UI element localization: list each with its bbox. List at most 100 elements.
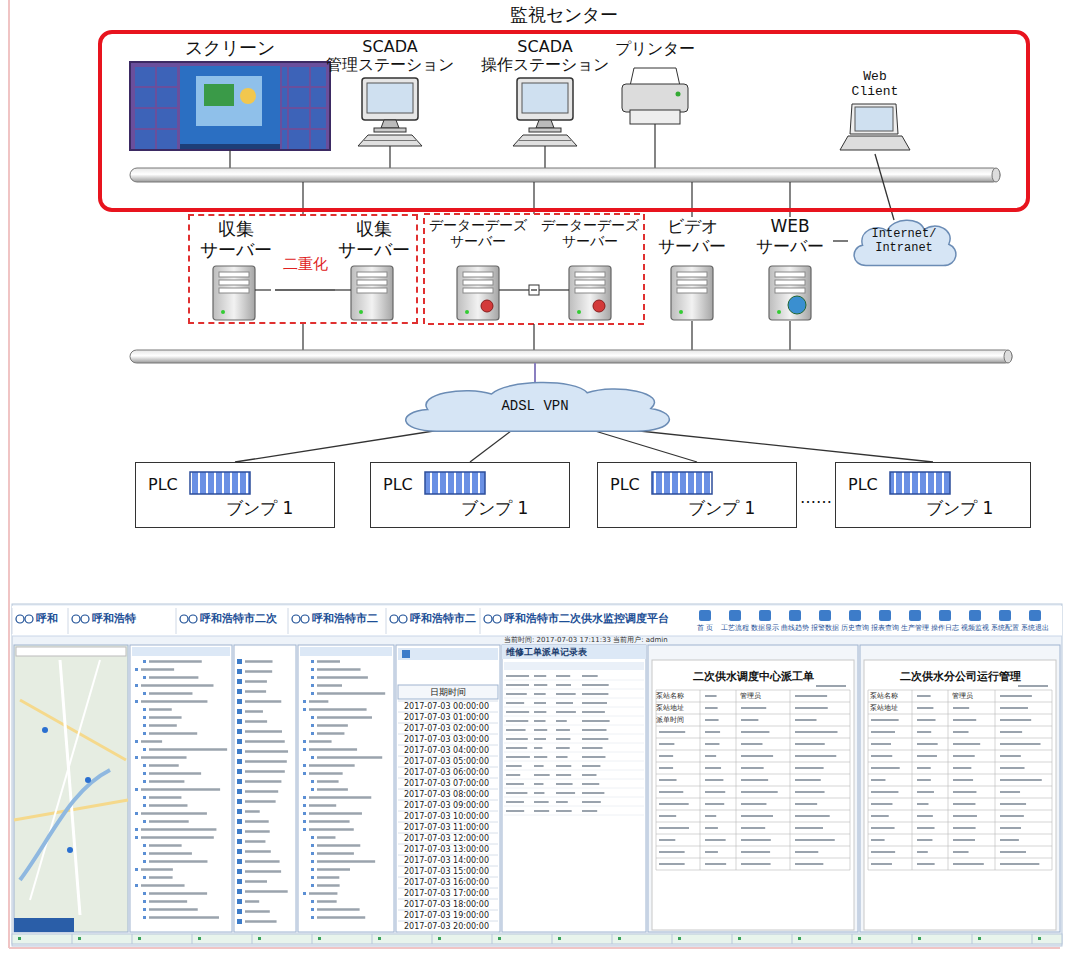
toolbar-icon	[849, 610, 861, 621]
check-item	[245, 720, 267, 723]
network-bus	[992, 168, 1000, 182]
tree-item	[317, 876, 339, 879]
tree-bullet	[311, 900, 314, 903]
server-icon	[671, 266, 713, 320]
tree-item	[317, 668, 361, 671]
tree-item	[141, 756, 187, 759]
date-tab-icon	[402, 650, 410, 658]
screenshot-text: 2017-07-03 00:00:00	[404, 701, 489, 712]
form-cell	[659, 803, 689, 805]
form-rule	[656, 762, 850, 763]
screenshot-text: 泵站地址	[656, 702, 684, 714]
form-cell	[917, 851, 928, 853]
form-cell	[917, 815, 933, 817]
video-wall	[130, 62, 330, 150]
device-node: スクリーン	[127, 38, 333, 156]
record-cell	[534, 675, 546, 677]
date-row-rule	[398, 910, 498, 911]
form-cell	[659, 815, 676, 817]
plc-box: PLCブンプ 1	[597, 462, 797, 528]
form-cell	[1000, 767, 1025, 769]
record-header	[502, 645, 646, 659]
status-rule	[312, 934, 313, 944]
bus-drop	[691, 321, 692, 350]
record-column-header	[504, 662, 644, 670]
node-label: ブンプ 1	[926, 498, 993, 518]
record-cell	[582, 765, 600, 767]
tree-item	[309, 740, 332, 743]
node-label: 二重化	[283, 255, 328, 274]
database-disk	[481, 300, 493, 312]
tree-bullet	[143, 804, 146, 807]
form-cell	[795, 731, 838, 733]
form-cell	[871, 851, 895, 853]
record-rule	[504, 779, 644, 780]
tree-item	[141, 812, 207, 815]
check-box	[237, 719, 242, 724]
screenshot-text: 2017-07-03 15:00:00	[404, 866, 489, 877]
form-cell	[871, 803, 892, 805]
form-cell	[795, 851, 818, 853]
form-cell	[795, 719, 817, 721]
form-cell	[795, 695, 827, 697]
toolbar-icon	[909, 610, 921, 621]
record-cell	[582, 756, 605, 758]
form-cell	[953, 791, 976, 793]
record-cell	[534, 765, 544, 767]
form-paper	[652, 660, 854, 930]
screenshot-text: 日期时间	[430, 685, 466, 699]
record-cell	[582, 702, 607, 704]
screenshot-text: 2017-07-03 06:00:00	[404, 767, 489, 778]
tree-bullet	[311, 916, 314, 919]
server-icon	[213, 266, 255, 320]
form-cell	[871, 815, 889, 817]
form-cell	[1000, 839, 1019, 841]
form-panel	[860, 645, 1060, 932]
form-cell	[917, 755, 937, 757]
form-rule	[868, 690, 869, 870]
form-cell	[871, 755, 892, 757]
form-paper	[864, 660, 1056, 930]
tree-bullet	[303, 796, 306, 799]
tree-bullet	[311, 756, 314, 759]
form-rule	[656, 786, 850, 787]
record-cell	[534, 720, 546, 722]
tree-bullet	[303, 820, 306, 823]
check-panel	[234, 645, 296, 932]
form-cell	[659, 731, 685, 733]
tree-bullet	[143, 724, 146, 727]
server-stub	[539, 289, 569, 290]
form-cell	[1000, 827, 1021, 829]
node-label: ブンプ 1	[461, 498, 528, 518]
web-globe	[788, 296, 806, 314]
form-cell	[953, 755, 975, 757]
form-rule	[736, 690, 737, 870]
network-link	[833, 240, 848, 241]
form-cell	[795, 755, 836, 757]
node-label: 収集 サーバー	[197, 219, 275, 260]
form-cell	[1000, 791, 1020, 793]
date-row-rule	[398, 723, 498, 724]
tree-item	[141, 740, 162, 743]
status-dot	[318, 937, 321, 940]
record-cell	[582, 774, 596, 776]
form-cell	[741, 767, 764, 769]
tab-separator	[176, 608, 177, 634]
record-cell	[556, 684, 571, 686]
plc-rack	[890, 472, 950, 494]
plc-box: PLCブンプ 1	[135, 462, 335, 528]
printer-icon	[622, 84, 688, 112]
record-cell	[534, 783, 543, 785]
form-cell	[1000, 779, 1042, 781]
form-cell	[705, 731, 720, 733]
form-cell	[741, 851, 770, 853]
tree-bullet	[303, 708, 306, 711]
form-rule	[868, 822, 1052, 823]
app-logo	[399, 615, 407, 623]
map-marker	[67, 847, 73, 853]
form-rule	[868, 786, 1052, 787]
record-rule	[504, 797, 644, 798]
form-cell	[705, 815, 716, 817]
tree-bullet	[311, 868, 314, 871]
form-cell	[741, 743, 762, 745]
